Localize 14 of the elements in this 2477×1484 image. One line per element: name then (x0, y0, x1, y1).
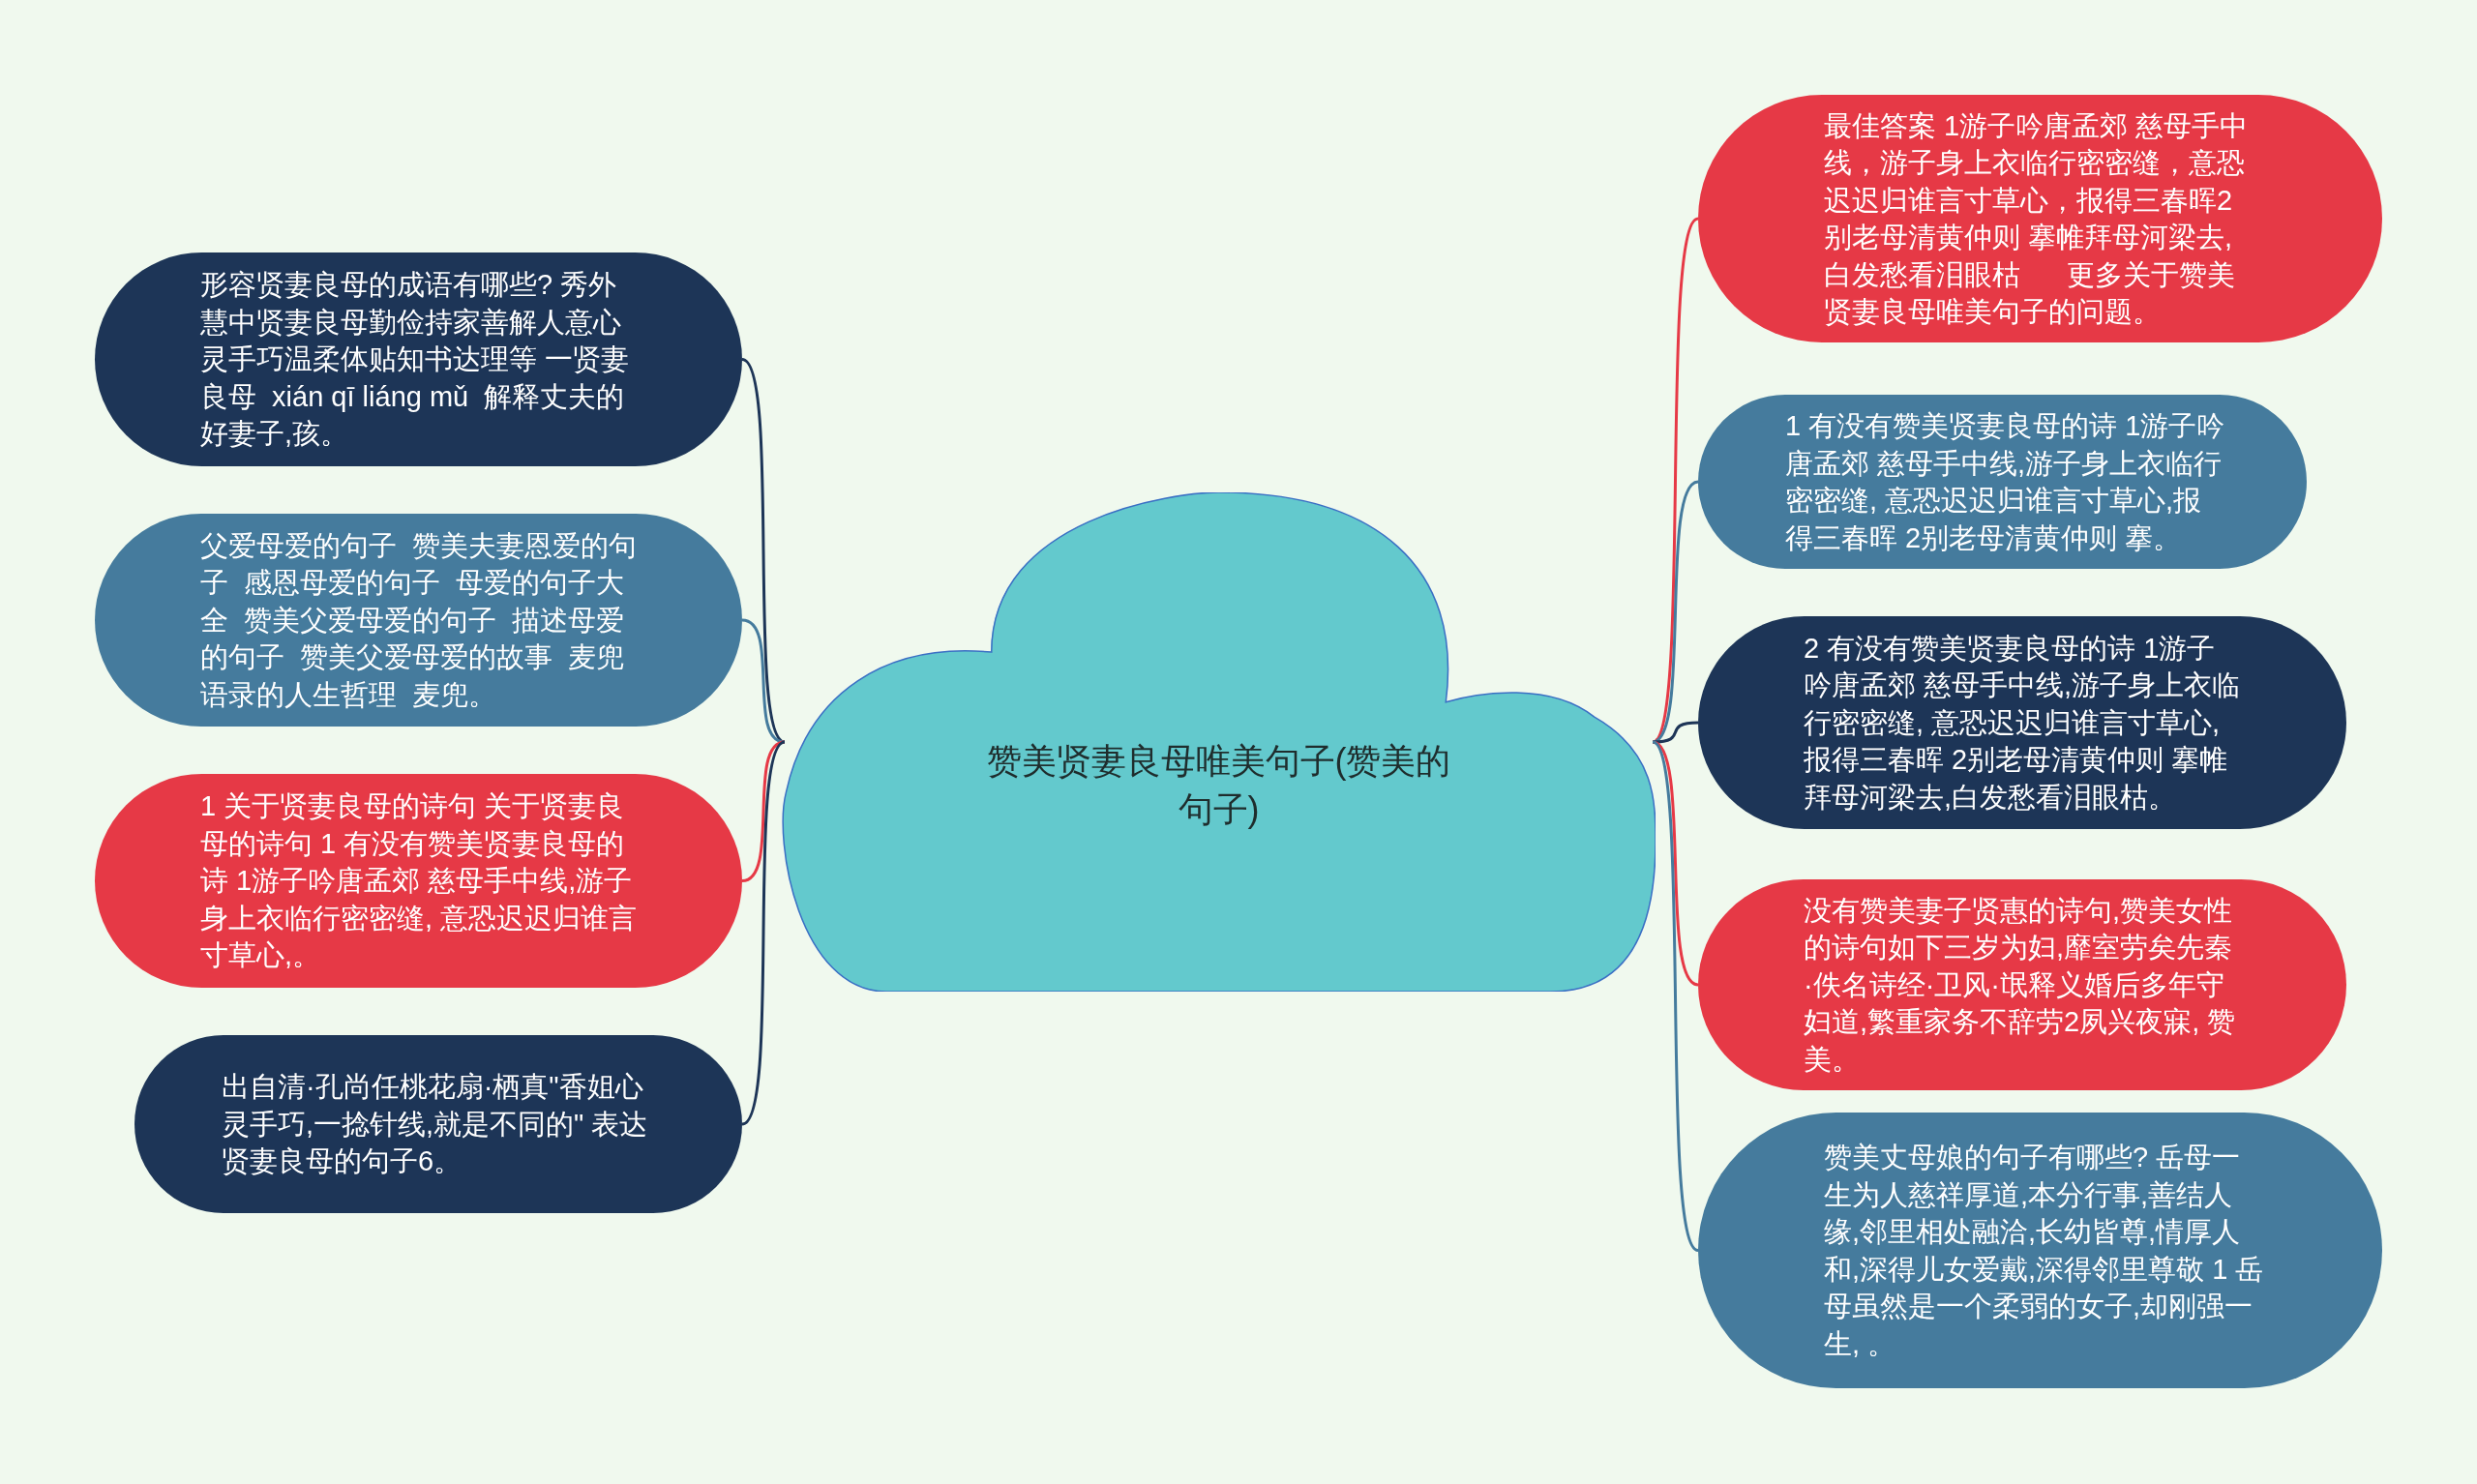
connector (1652, 721, 1699, 744)
node-text: 2 有没有赞美贤妻良母的诗 1游子吟唐孟郊 慈母手中线,游子身上衣临行密密缝, 意恐迟迟归谁言寸草心,报得三春晖 2别老母清黄仲则 搴帷拜母河梁去,白发愁看泪眼枯。 (1804, 631, 2241, 815)
connector (741, 740, 786, 1126)
node-text: 父爱母爱的句子 赞美夫妻恩爱的句子 感恩母爱的句子 母爱的句子大全 赞美父爱母爱的句子 描述母爱的句子 赞美父爱母爱的故事 麦兜语录的人生哲理 麦兜。 (200, 528, 638, 712)
node-text: 没有赞美妻子贤惠的诗句,赞美女性的诗句如下三岁为妇,靡室劳矣先秦·佚名诗经·卫风·氓释义婚后多年守妇道,繁重家务不辞劳2夙兴夜寐, 赞美。 (1804, 893, 2237, 1077)
node-text: 赞美丈母娘的句子有哪些? 岳母一生为人慈祥厚道,本分行事,善结人缘,邻里相处融洽,长幼皆尊,情厚人和,深得儿女爱戴,深得邻里尊敬 1 岳母虽然是一个柔弱的女子,却刚强一生, 。 (1824, 1141, 2265, 1361)
connector (741, 618, 786, 744)
node-text: 1 有没有赞美贤妻良母的诗 1游子吟唐孟郊 慈母手中线,游子身上衣临行密密缝, 意恐迟迟归谁言寸草心,报得三春晖 2别老母清黄仲则 搴。 (1785, 409, 2226, 555)
node-text: 形容贤妻良母的成语有哪些? 秀外慧中贤妻良母勤俭持家善解人意心灵手巧温柔体贴知书达理等 一贤妻良母 xián qī liáng mǔ 解释丈夫的好妻子,孩。 (200, 268, 631, 452)
node-text: 出自清·孔尚任桃花扇·栖真"香姐心灵手巧,一捻针线,就是不同的" 表达贤妻良母的句子6。 (222, 1070, 649, 1179)
connector (1651, 741, 1700, 1252)
node-text: 1 关于贤妻良母的诗句 关于贤妻良母的诗句 1 有没有赞美贤妻良母的诗 1游子吟唐孟郊 慈母手中线,游子身上衣临行密密缝, 意恐迟迟归谁言寸草心,。 (200, 789, 638, 973)
node-text: 赞美贤妻良母唯美句子(赞美的句子) (986, 741, 1451, 829)
node-text: 最佳答案 1游子吟唐孟郊 慈母手中线，游子身上衣临行密密缝，意恐迟迟归谁言寸草心，报得三春晖2别老母清黄仲则 搴帷拜母河梁去,白发愁看泪眼枯 更多关于赞美贤妻良母唯美句子的问题。 (1824, 108, 2250, 329)
